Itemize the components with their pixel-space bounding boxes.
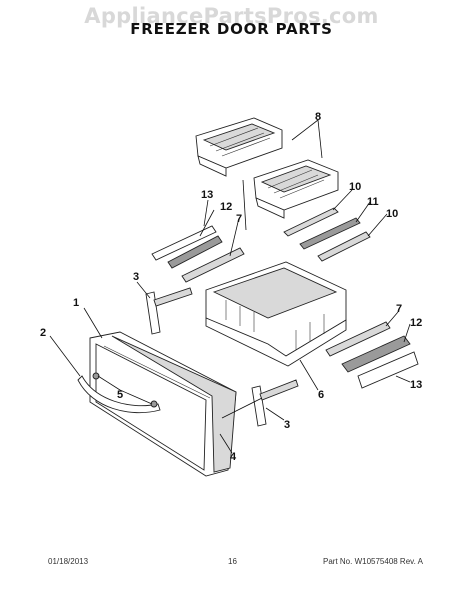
rail-7-right [325,321,391,357]
callout-10-upper: 10 [349,181,361,193]
upper-basket-left [195,117,283,177]
callout-12-upper: 12 [220,201,232,213]
rail-12-left [167,235,223,269]
bracket-3-lower [251,379,299,427]
lower-drawer-bin [205,261,347,367]
callout-7-lower: 7 [396,303,402,315]
footer-date: 01/18/2013 [48,557,89,566]
footer-part-number: Part No. W10575408 Rev. A [323,557,423,566]
slide-rail-10-upper [283,207,339,237]
callout-2: 2 [40,327,46,339]
callout-13-upper: 13 [201,189,213,201]
callout-7-upper: 7 [236,213,242,225]
callout-8: 8 [315,111,321,123]
rail-13-right [357,351,419,389]
slide-rail-11 [299,217,361,250]
slide-rail-10-lower [317,231,371,262]
page-title: FREEZER DOOR PARTS [130,20,333,38]
callout-5: 5 [117,389,123,401]
callout-3-lower: 3 [284,419,290,431]
callout-4: 4 [230,451,237,463]
door-handle [77,372,161,414]
upper-basket-right [253,159,339,219]
callout-13-lower: 13 [410,379,422,391]
rail-13-left [151,225,217,261]
rail-12-right [341,335,411,373]
callout-12-lower: 12 [410,317,422,329]
callout-11: 11 [367,196,379,208]
callout-10-lower: 10 [386,208,398,220]
callout-3-upper: 3 [133,271,139,283]
watermark: AppliancePartsPros.com [84,4,379,28]
callout-6: 6 [318,389,324,401]
bracket-3-upper [145,287,193,335]
footer-page-number: 16 [228,557,237,566]
rail-7-left [181,247,245,283]
callout-1: 1 [73,297,79,309]
